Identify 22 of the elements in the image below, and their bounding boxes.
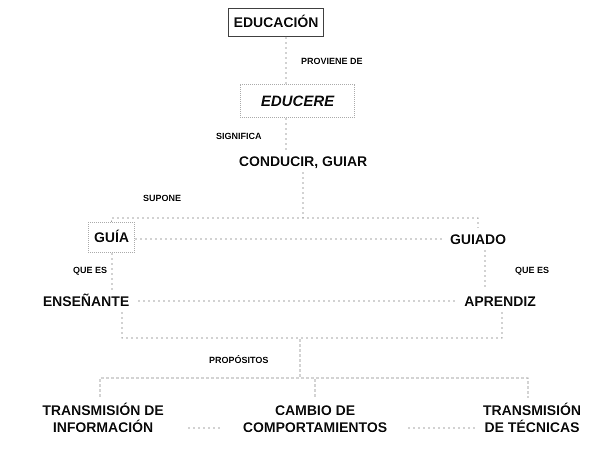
edge-label: SIGNIFICA [215, 131, 263, 141]
concept-box [240, 84, 355, 118]
concept-box [228, 8, 324, 37]
concept-text: TRANSMISIÓN DE TÉCNICAS [482, 402, 582, 436]
edge-label: QUE ES [72, 265, 108, 275]
concept-text: TRANSMISIÓN DE INFORMACIÓN [41, 402, 165, 436]
concept-text: CAMBIO DE COMPORTAMIENTOS [242, 402, 388, 436]
concept-text: GUIADO [450, 230, 506, 248]
concept-text: CONDUCIR, GUIAR [238, 152, 368, 170]
edge-label: PROPÓSITOS [208, 355, 270, 365]
edge-label: PROVIENE DE [300, 56, 364, 66]
connector-line [302, 172, 478, 228]
edge-label: SUPONE [142, 193, 182, 203]
concept-box [88, 222, 135, 253]
concept-text: ENSEÑANTE [42, 292, 130, 310]
concept-text: GUÍA [94, 229, 129, 246]
concept-text: EDUCERE [260, 92, 334, 110]
edge-label: QUE ES [514, 265, 550, 275]
connector-line [134, 238, 444, 240]
concept-text: EDUCACIÓN [234, 14, 318, 31]
concept-text: APRENDIZ [464, 292, 536, 310]
connector-line [138, 300, 456, 302]
